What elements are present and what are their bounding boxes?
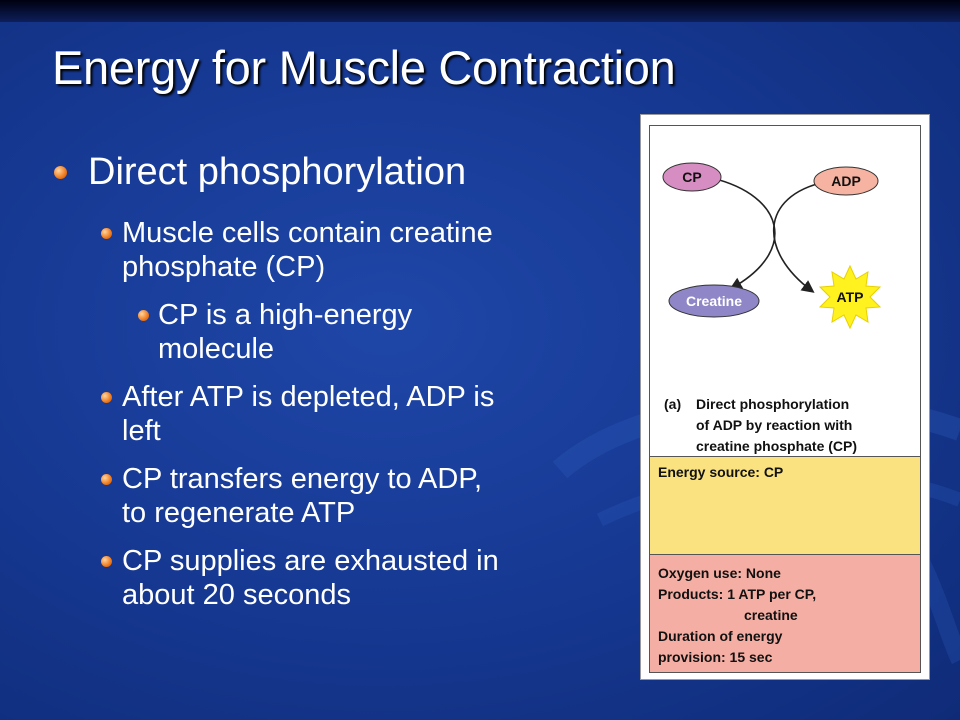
cp-node: CP [662, 162, 722, 192]
creatine-node: Creatine [668, 284, 760, 318]
detail-line: creatine [744, 607, 798, 623]
bullet-dot-icon [54, 166, 67, 179]
bullet-text-line: phosphate (CP) [122, 251, 326, 283]
top-shadow-bar [0, 0, 960, 22]
detail-line: Products: 1 ATP per CP, [658, 586, 817, 602]
bullet-text: Direct phosphorylation [88, 151, 467, 193]
atp-node-label: ATP [837, 289, 864, 305]
bullet-item: Direct phosphorylation [52, 150, 622, 194]
phosphorylation-figure: CP ADP Creatine ATP (a) Direct phosphory… [640, 114, 930, 680]
detail-line: provision: 15 sec [658, 649, 773, 665]
caption-label: (a) [664, 396, 682, 412]
adp-node: ADP [813, 166, 879, 196]
bullet-dot-icon [101, 392, 112, 403]
atp-reaction-arrow [773, 181, 826, 293]
caption-line: of ADP by reaction with [696, 417, 853, 433]
detail-line: Duration of energy [658, 628, 783, 644]
bullet-text-line: CP supplies are exhausted in [122, 545, 499, 577]
creatine-reaction-arrow [711, 177, 776, 290]
bullet-item: After ATP is depleted, ADP is left [52, 380, 622, 448]
bullet-dot-icon [101, 556, 112, 567]
energy-source-text: Energy source: CP [658, 464, 784, 480]
bullet-item: CP transfers energy to ADP, to regenerat… [52, 462, 622, 530]
atp-node: ATP [818, 264, 882, 330]
cp-node-label: CP [682, 169, 701, 185]
atp-starburst-icon [818, 264, 882, 330]
bullet-dot-icon [101, 474, 112, 485]
bullet-item: CP is a high-energy molecule [52, 298, 622, 366]
bullet-item: Muscle cells contain creatine phosphate … [52, 216, 622, 284]
creatine-node-label: Creatine [686, 293, 742, 309]
caption-line: Direct phosphorylation [696, 396, 850, 412]
reaction-diagram: CP ADP Creatine ATP [662, 162, 882, 330]
caption-line: creatine phosphate (CP) [696, 438, 858, 454]
bullet-text-line: about 20 seconds [122, 579, 351, 611]
bullet-text-line: CP transfers energy to ADP, [122, 463, 483, 495]
figure-frame: CP ADP Creatine ATP (a) Direct phosphory… [649, 125, 921, 673]
figure-caption: (a) Direct phosphorylation of ADP by rea… [664, 394, 914, 457]
bullet-text-line: left [122, 415, 161, 447]
bullet-list: Direct phosphorylation Muscle cells cont… [52, 150, 622, 626]
bullet-text-line: Muscle cells contain creatine [122, 217, 493, 249]
detail-line: Oxygen use: None [658, 565, 781, 581]
bullet-text-line: molecule [158, 333, 275, 365]
bullet-text-line: to regenerate ATP [122, 497, 356, 529]
bullet-dot-icon [138, 310, 149, 321]
adp-node-label: ADP [831, 173, 861, 189]
slide-title: Energy for Muscle Contraction [52, 41, 676, 94]
bullet-text-line: After ATP is depleted, ADP is [122, 381, 495, 413]
bullet-dot-icon [101, 228, 112, 239]
energy-source-band: Energy source: CP [650, 456, 920, 554]
bullet-item: CP supplies are exhausted in about 20 se… [52, 544, 622, 612]
details-band: Oxygen use: None Products: 1 ATP per CP,… [650, 554, 920, 672]
bullet-text-line: CP is a high-energy [158, 299, 413, 331]
